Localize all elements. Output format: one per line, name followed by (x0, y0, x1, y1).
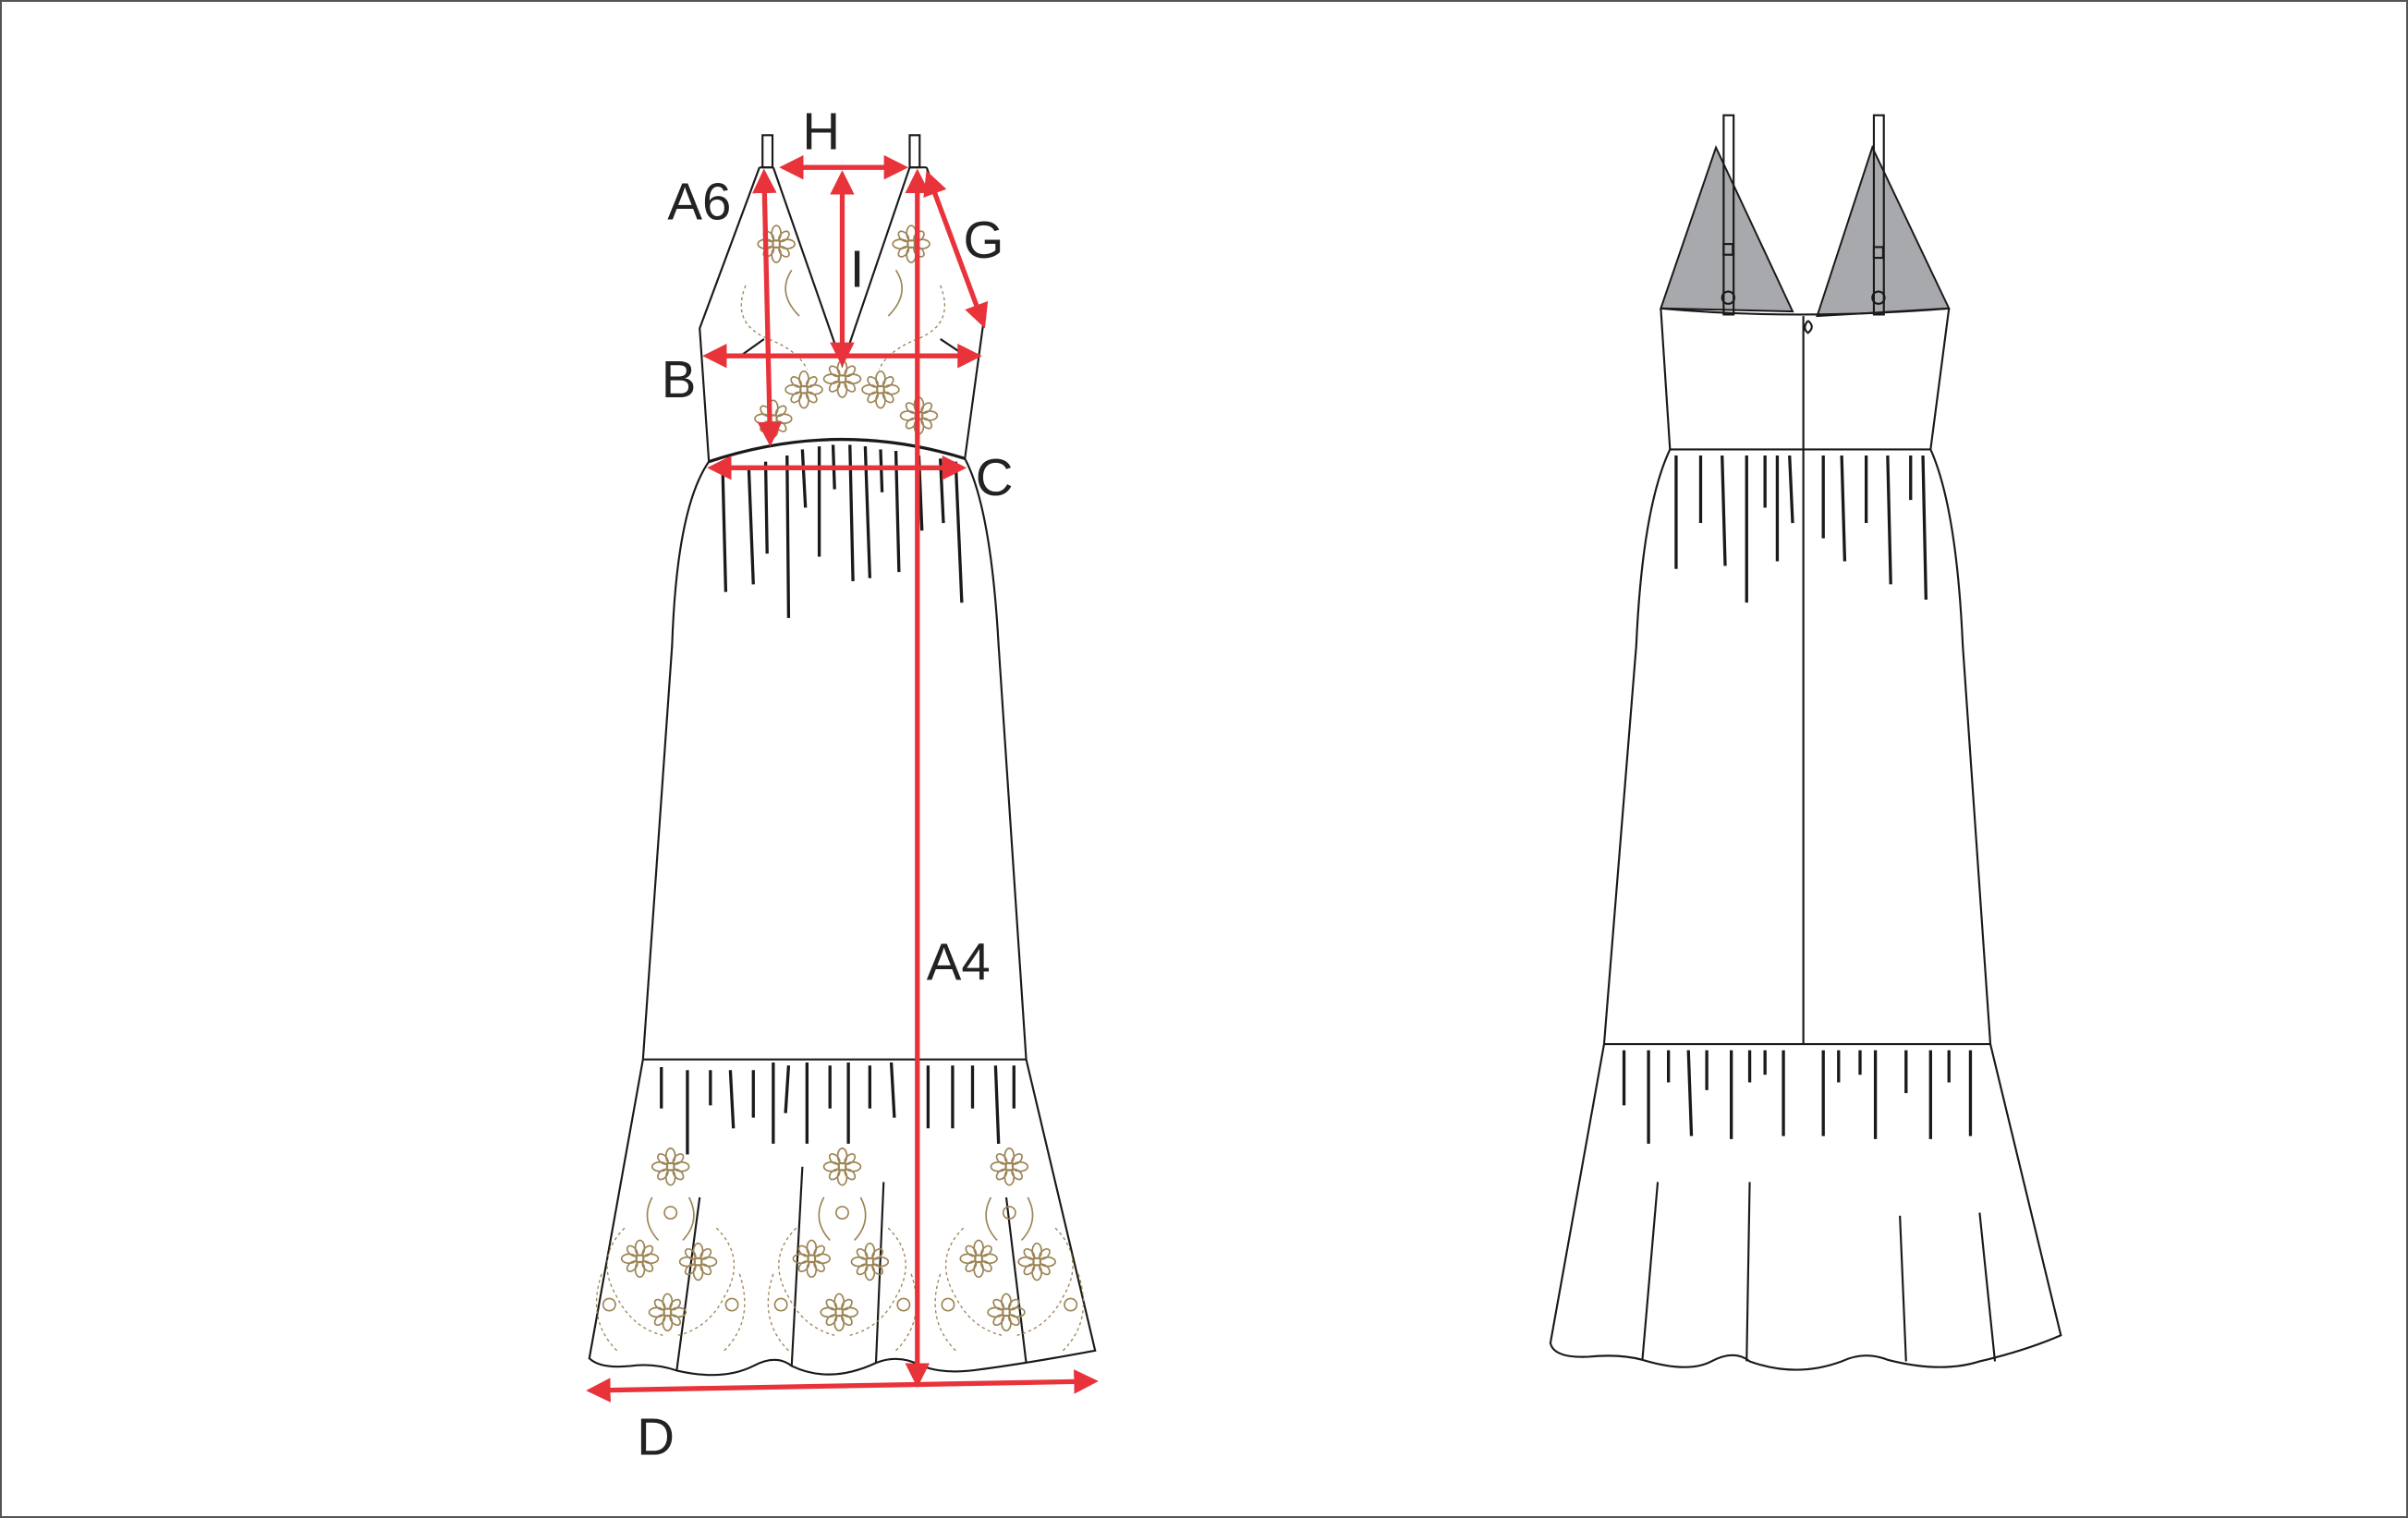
back-skirt-outline (1602, 448, 1992, 1046)
back-view-dress (1549, 114, 2062, 1371)
back-flounce-outline (1549, 1043, 2062, 1371)
back-left-strap (1722, 114, 1735, 316)
measure-arrow-a6 (752, 168, 783, 447)
label-d: D (637, 1408, 675, 1466)
label-c: C (976, 448, 1014, 506)
label-g: G (964, 211, 1004, 269)
back-right-strap (1872, 114, 1885, 316)
label-a4: A4 (927, 932, 991, 990)
measurement-arrows (586, 154, 1099, 1403)
label-h: H (802, 102, 840, 160)
front-right-strap (908, 134, 921, 169)
measurement-labels: H A6 I G B C A4 D (637, 102, 1013, 1465)
back-center-zipper-seam (1802, 316, 1813, 1045)
label-i: I (850, 240, 865, 298)
label-a6: A6 (667, 173, 731, 231)
back-flounce-gathers (1622, 1050, 1973, 1144)
front-skirt-gathers (721, 444, 964, 618)
label-b: B (662, 350, 697, 408)
measure-arrow-g (923, 170, 989, 329)
front-flounce-gathers (660, 1062, 1015, 1155)
front-view-dress: H A6 I G B C A4 D (586, 102, 1099, 1466)
front-left-strap (761, 134, 774, 169)
back-skirt-gathers (1674, 455, 1928, 603)
back-bodice-outline (1660, 307, 1951, 451)
front-underbust-seam (708, 437, 966, 464)
measure-arrow-d (586, 1369, 1099, 1403)
back-left-lining (1659, 144, 1794, 313)
hem-embroidery (597, 1148, 1084, 1351)
front-skirt-outline (641, 457, 1028, 1061)
